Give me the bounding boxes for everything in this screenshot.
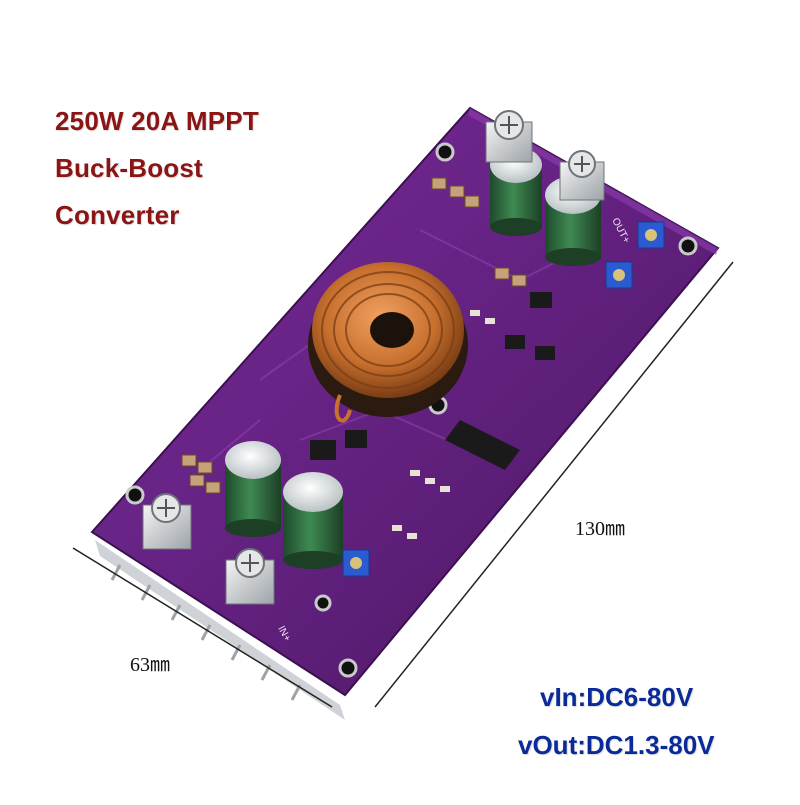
capacitors xyxy=(225,147,601,569)
output-voltage-spec: vOut:DC1.3-80V xyxy=(518,730,715,760)
trimmer-potentiometers xyxy=(342,221,665,577)
length-dimension-line xyxy=(374,261,734,708)
input-voltage-spec: vIn:DC6-80V xyxy=(540,682,694,712)
smd-components xyxy=(181,177,555,539)
toroid-inductor xyxy=(308,262,468,423)
width-dimension-line xyxy=(72,547,333,708)
title-line-1: 250W 20A MPPT xyxy=(55,106,259,136)
length-dimension-label: 130㎜ xyxy=(575,518,625,540)
screw-terminals xyxy=(142,110,605,605)
title-line-2: Buck-Boost xyxy=(55,153,203,183)
dimension-lines xyxy=(72,261,734,708)
title-line-3: Converter xyxy=(55,200,180,230)
width-dimension-label: 63㎜ xyxy=(130,654,170,676)
